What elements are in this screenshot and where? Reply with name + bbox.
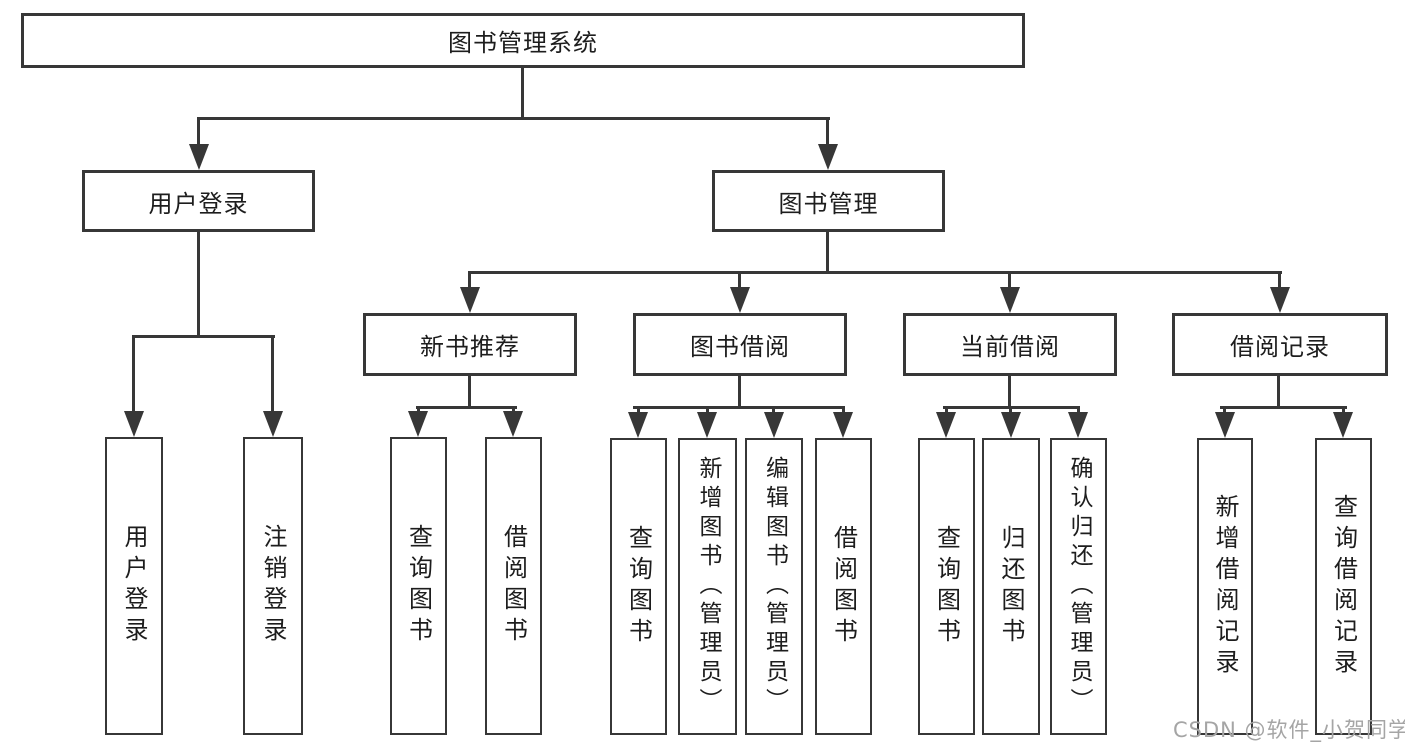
connector-line [1009, 406, 1012, 414]
connector-line [197, 232, 200, 338]
connector-line [1008, 271, 1011, 289]
leaf-borrow-borrow-books: 借阅图书 [815, 438, 872, 735]
connector-line [1342, 406, 1345, 414]
leaf-label: 注销登录 [259, 524, 287, 648]
connector-line [416, 406, 517, 409]
arrow-down-icon [189, 144, 209, 170]
node-book-borrowing: 图书借阅 [633, 313, 847, 376]
leaf-records-add-borrow-record: 新增借阅记录 [1197, 438, 1253, 735]
arrow-down-icon [730, 287, 750, 313]
leaf-newbook-query-books: 查询图书 [390, 437, 447, 735]
connector-line [826, 117, 829, 146]
connector-line [468, 271, 1282, 274]
leaf-user-login: 用户登录 [105, 437, 163, 735]
connector-line [512, 406, 515, 414]
leaf-label: 借阅图书 [829, 524, 858, 649]
leaf-borrow-edit-books-admin: 编辑图书（管理员） [745, 438, 803, 735]
watermark: CSDN @软件_小贺同学 [1173, 718, 1405, 742]
connector-line [521, 68, 524, 118]
leaf-current-query-books: 查询图书 [918, 438, 975, 735]
node-user-login: 用户登录 [82, 170, 315, 232]
connector-line [1278, 271, 1281, 289]
connector-line [468, 376, 471, 409]
connector-line [197, 117, 200, 146]
connector-line [271, 335, 274, 413]
arrow-down-icon [764, 412, 784, 438]
arrow-down-icon [818, 144, 838, 170]
connector-line [706, 406, 709, 414]
node-label: 当前借阅 [960, 333, 1060, 361]
node-label: 用户登录 [148, 189, 249, 218]
connector-line [132, 335, 135, 413]
leaf-label: 编辑图书（管理员） [761, 456, 788, 717]
leaf-label: 新增借阅记录 [1211, 493, 1239, 680]
connector-line [945, 406, 948, 414]
leaf-current-confirm-return-admin: 确认归还（管理员） [1050, 438, 1107, 735]
connector-line [1277, 376, 1280, 409]
arrow-down-icon [1333, 412, 1353, 438]
leaf-label: 查询借阅记录 [1329, 493, 1358, 680]
leaf-label: 确认归还（管理员） [1066, 456, 1092, 717]
node-library-system: 图书管理系统 [21, 13, 1025, 68]
connector-line [1008, 376, 1011, 409]
connector-line [738, 376, 741, 409]
leaf-borrow-add-books-admin: 新增图书（管理员） [678, 438, 737, 735]
connector-line [772, 406, 775, 414]
leaf-label: 查询图书 [624, 524, 653, 649]
arrow-down-icon [124, 411, 144, 437]
arrow-down-icon [833, 412, 853, 438]
leaf-newbook-borrow-books: 借阅图书 [485, 437, 542, 735]
connector-line [132, 335, 275, 338]
arrow-down-icon [1215, 412, 1235, 438]
connector-line [1220, 406, 1347, 409]
leaf-label: 查询图书 [932, 524, 961, 649]
node-label: 图书借阅 [690, 333, 790, 361]
leaf-label: 借阅图书 [499, 524, 528, 648]
connector-line [468, 271, 471, 289]
node-current-borrowing: 当前借阅 [903, 313, 1117, 376]
connector-line [826, 232, 829, 274]
arrow-down-icon [1000, 287, 1020, 313]
arrow-down-icon [628, 412, 648, 438]
node-label: 图书管理 [778, 189, 879, 218]
connector-line [1223, 406, 1226, 414]
connector-line [637, 406, 640, 414]
connector-line [417, 406, 420, 414]
leaf-logout-login: 注销登录 [243, 437, 303, 735]
leaf-label: 用户登录 [120, 524, 148, 648]
connector-line [1077, 406, 1080, 414]
leaf-label: 查询图书 [404, 524, 433, 648]
connector-line [197, 117, 830, 120]
arrow-down-icon [1270, 287, 1290, 313]
arrow-down-icon [460, 287, 480, 313]
leaf-current-return-books: 归还图书 [982, 438, 1040, 735]
connector-line [842, 406, 845, 414]
connector-line [633, 406, 845, 409]
connector-line [738, 271, 741, 289]
arrow-down-icon [1001, 412, 1021, 438]
arrow-down-icon [936, 412, 956, 438]
node-label: 借阅记录 [1230, 333, 1330, 361]
leaf-records-query-borrow-record: 查询借阅记录 [1315, 438, 1372, 735]
leaf-borrow-query-books: 查询图书 [610, 438, 667, 735]
node-borrowing-records: 借阅记录 [1172, 313, 1388, 376]
arrow-down-icon [1068, 412, 1088, 438]
leaf-label: 归还图书 [997, 524, 1025, 649]
arrow-down-icon [263, 411, 283, 437]
leaf-label: 新增图书（管理员） [695, 456, 721, 717]
arrow-down-icon [408, 411, 428, 437]
arrow-down-icon [503, 411, 523, 437]
arrow-down-icon [697, 412, 717, 438]
node-new-book-recommend: 新书推荐 [363, 313, 577, 376]
node-label: 图书管理系统 [448, 29, 598, 57]
node-book-management: 图书管理 [712, 170, 945, 232]
node-label: 新书推荐 [420, 333, 520, 361]
